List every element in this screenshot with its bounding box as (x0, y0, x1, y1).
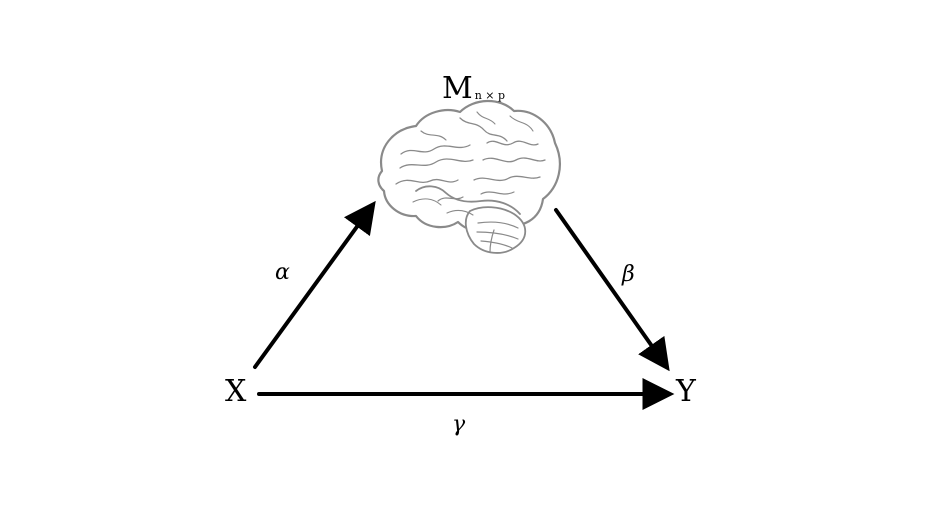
gamma-path-label: γ (452, 412, 466, 437)
beta-arrow (554, 208, 670, 372)
brain-icon (377, 99, 561, 254)
alpha-path-label: α (275, 260, 290, 285)
x-node-label: X (225, 374, 247, 409)
mediator-subscript: n × p (474, 89, 506, 102)
alpha-arrow (253, 200, 376, 369)
beta-path-label: β (622, 262, 635, 287)
mediator-main-label: M (442, 71, 473, 106)
y-node-label: Y (676, 374, 696, 409)
